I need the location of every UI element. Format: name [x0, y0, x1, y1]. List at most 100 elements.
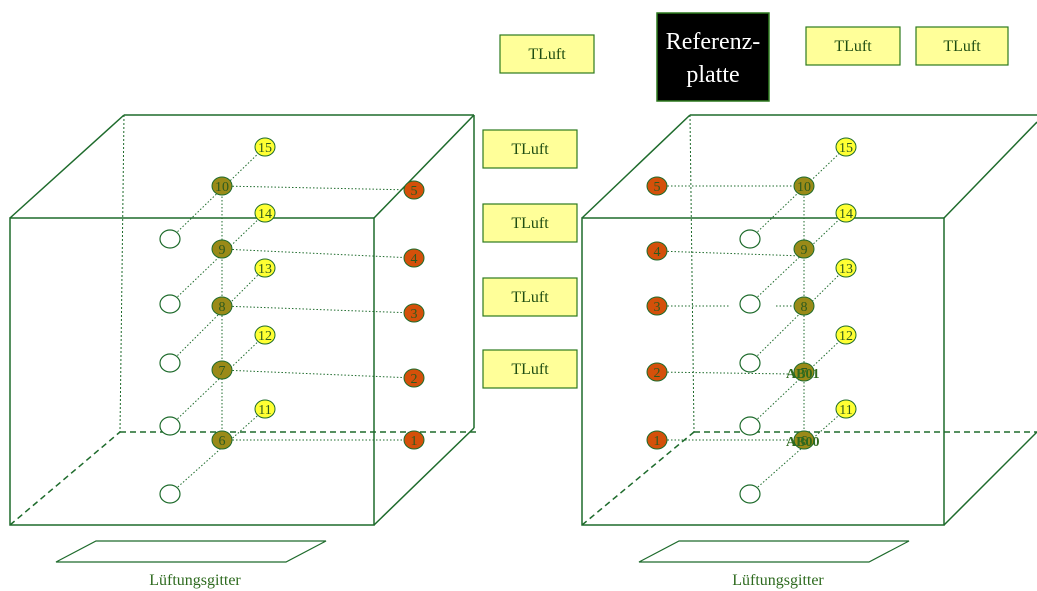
- air-temp-label: TLuft: [482, 129, 578, 169]
- air-temp-label-text: TLuft: [528, 46, 566, 63]
- left-box-edge: [9, 114, 125, 219]
- left-olive-sensor: 6: [211, 430, 233, 450]
- sensor-label: 10: [215, 180, 229, 195]
- right-white-sensor: [739, 353, 761, 373]
- air-temp-label-text: TLuft: [511, 361, 549, 378]
- left-white-sensor: [159, 294, 181, 314]
- air-temp-label-text: TLuft: [511, 141, 549, 158]
- air-temp-label-text: TLuft: [834, 38, 872, 55]
- sensor-label: 9: [219, 243, 226, 258]
- right-orange-sensor: 5: [646, 176, 668, 196]
- right-olive-sensor: 8: [793, 296, 815, 316]
- sensor-label: 3: [654, 300, 661, 315]
- sensor-label: 4: [654, 245, 661, 260]
- left-white-sensor: [159, 484, 181, 504]
- air-temp-label: TLuft: [482, 277, 578, 317]
- left-vent-label: Lüftungsgitter: [149, 572, 241, 589]
- right-olive-sensor: 10: [793, 176, 815, 196]
- sensor-label: 6: [219, 434, 226, 449]
- annotation-ab00: AB00: [786, 435, 819, 450]
- right-orange-sensors: 5 4 3 2 1: [646, 176, 668, 450]
- right-white-sensor: [739, 229, 761, 249]
- left-yellow-sensor: 11: [254, 399, 276, 419]
- right-white-sensor: [739, 484, 761, 504]
- left-olive-sensor: 9: [211, 239, 233, 259]
- left-orange-sensor: 2: [403, 368, 425, 388]
- air-temp-label: TLuft: [805, 26, 901, 66]
- left-olive-sensor: 8: [211, 296, 233, 316]
- left-orange-sensor: 5: [403, 180, 425, 200]
- sensor-label: 2: [654, 366, 661, 381]
- sensor-label: 3: [411, 307, 418, 322]
- right-orange-sensor: 4: [646, 241, 668, 261]
- right-yellow-sensor: 12: [835, 325, 857, 345]
- left-yellow-sensors: 15 14 13 12 11: [254, 137, 276, 419]
- sensor-label: 1: [411, 434, 418, 449]
- right-orange-sensor: 1: [646, 430, 668, 450]
- sensor-label: 1: [654, 434, 661, 449]
- left-orange-sensors: 5 4 3 2 1: [403, 180, 425, 450]
- right-vent-label: Lüftungsgitter: [732, 572, 824, 589]
- left-yellow-sensor: 13: [254, 258, 276, 278]
- sensor-label: 4: [411, 252, 418, 267]
- right-yellow-sensors: 15 14 13 12 11: [835, 137, 857, 419]
- right-olive-sensor: 9: [793, 239, 815, 259]
- right-box-hidden-edge: [581, 431, 695, 526]
- sensor-label: 14: [839, 207, 853, 222]
- air-temp-label-text: TLuft: [511, 289, 549, 306]
- reference-plate: Referenz- platte: [656, 12, 770, 102]
- left-olive-sensors: 10 9 8 7 6: [211, 176, 233, 450]
- sensor-label: 15: [839, 141, 853, 156]
- sensor-label: 7: [801, 366, 808, 381]
- left-olive-sensor: 10: [211, 176, 233, 196]
- right-connector-lines: [656, 146, 847, 495]
- right-white-sensor: [739, 416, 761, 436]
- sensor-label: 2: [411, 372, 418, 387]
- right-yellow-sensor: 15: [835, 137, 857, 157]
- left-yellow-sensor: 12: [254, 325, 276, 345]
- sensor-label: 13: [258, 262, 272, 277]
- right-orange-sensor: 2: [646, 362, 668, 382]
- left-measurement-box: [9, 114, 480, 526]
- sensor-label: 13: [839, 262, 853, 277]
- sensor-label: 15: [258, 141, 272, 156]
- sensor-label: 6: [801, 434, 808, 449]
- left-box-hidden-edge: [119, 114, 125, 433]
- left-yellow-sensor: 14: [254, 203, 276, 223]
- right-yellow-sensor: 11: [835, 399, 857, 419]
- left-connector-lines: [169, 146, 415, 495]
- left-orange-sensor: 3: [403, 303, 425, 323]
- right-box-front-face: [581, 217, 945, 526]
- air-temp-label: TLuft: [499, 34, 595, 74]
- right-white-sensor: [739, 294, 761, 314]
- right-measurement-box: [581, 114, 1037, 526]
- air-temp-label-text: TLuft: [511, 215, 549, 232]
- left-orange-sensor: 1: [403, 430, 425, 450]
- right-box-edge: [581, 114, 691, 219]
- sensor-label: 8: [219, 300, 226, 315]
- left-box-hidden-edge: [9, 431, 121, 526]
- sensor-label: 7: [219, 364, 226, 379]
- reference-plate-line2: platte: [686, 62, 739, 88]
- left-box-edge: [373, 427, 475, 526]
- left-olive-sensor: 7: [211, 360, 233, 380]
- right-box-edge: [943, 121, 1037, 219]
- right-box-edge: [943, 431, 1037, 526]
- right-yellow-sensor: 13: [835, 258, 857, 278]
- sensor-label: 9: [801, 243, 808, 258]
- sensor-label: 10: [797, 180, 811, 195]
- sensor-label: 12: [839, 329, 853, 344]
- sensor-label: 12: [258, 329, 272, 344]
- annotation-ab01: AB01: [786, 367, 819, 382]
- right-olive-sensor: 7: [793, 362, 815, 382]
- air-temp-label: TLuft: [482, 349, 578, 389]
- right-olive-sensor: 6: [793, 430, 815, 450]
- reference-plate-line1: Referenz-: [666, 29, 761, 55]
- left-vent-grille: [55, 540, 327, 563]
- left-yellow-sensor: 15: [254, 137, 276, 157]
- sensor-label: 11: [839, 403, 852, 418]
- left-white-sensor: [159, 229, 181, 249]
- sensor-label: 11: [258, 403, 271, 418]
- right-olive-sensors: 10 9 8 7 6: [793, 176, 815, 450]
